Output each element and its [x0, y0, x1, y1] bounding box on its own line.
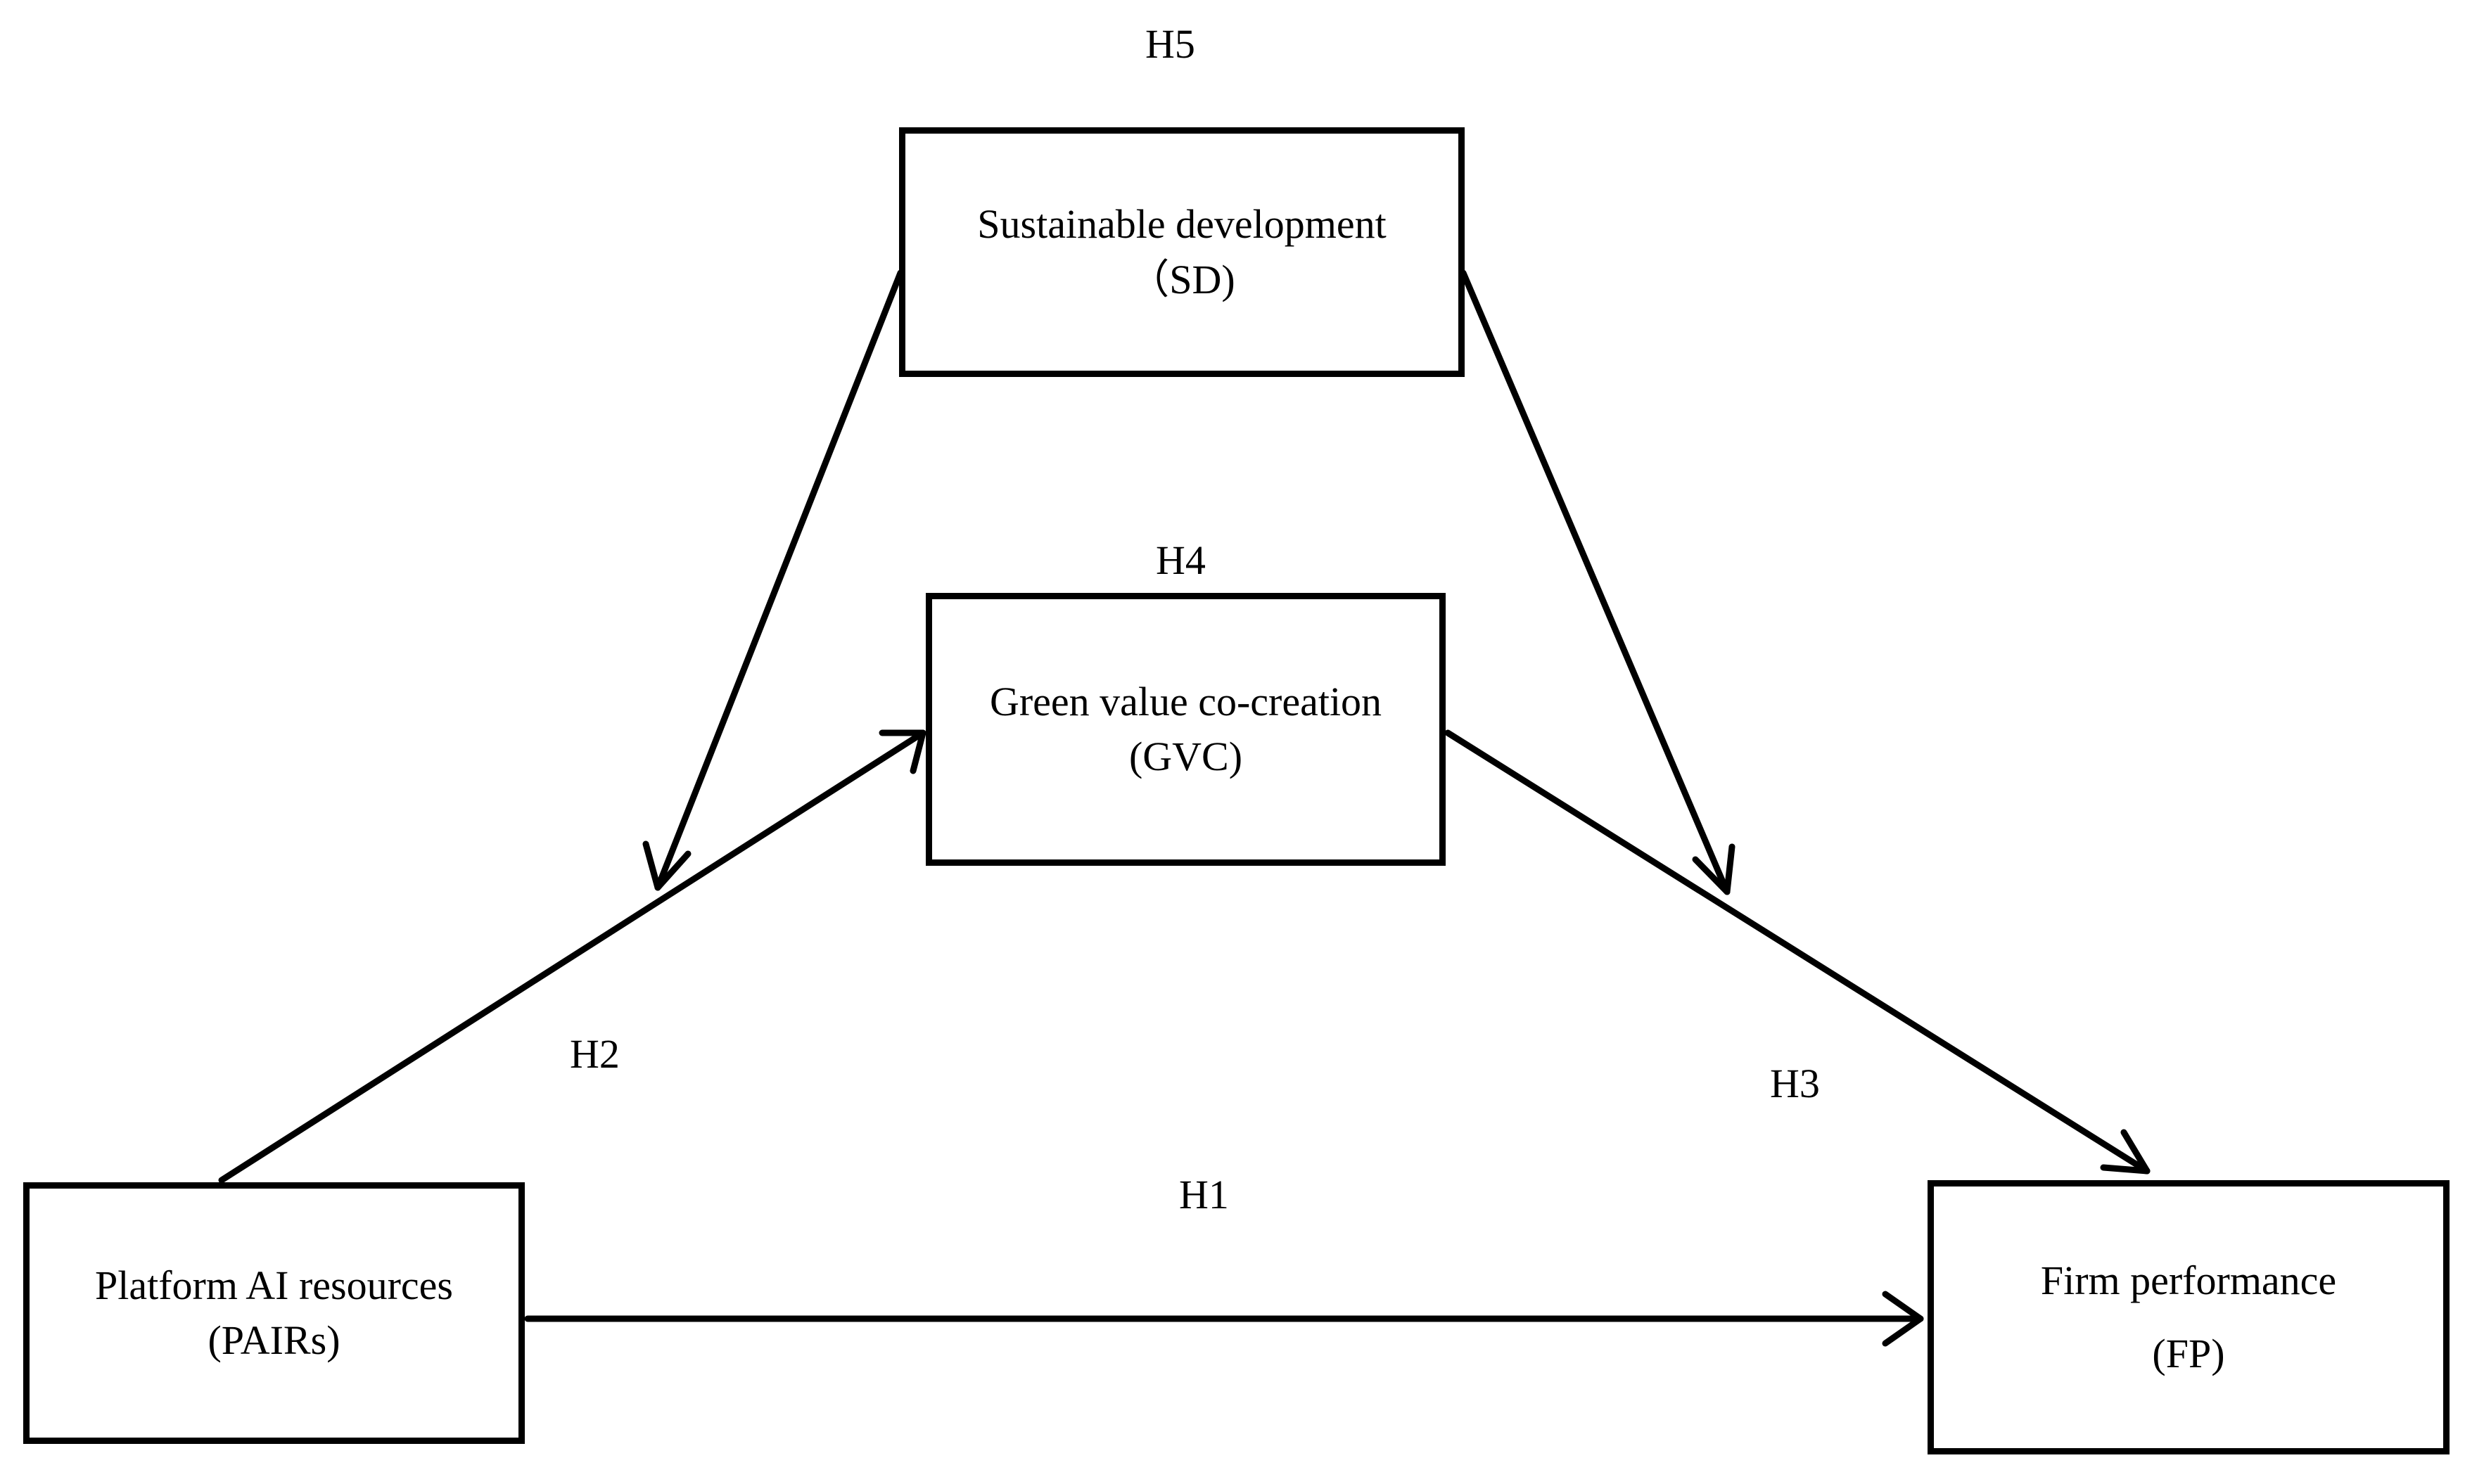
node-gvc-abbr: (GVC): [1128, 734, 1243, 779]
hypothesis-label-h2: H2: [570, 1031, 620, 1077]
node-green-value-co-creation: Green value co-creation (GVC): [926, 593, 1446, 866]
node-platform-ai-resources: Platform AI resources (PAIRs): [23, 1182, 525, 1444]
arrow-h5-sd-to-h2-path: [642, 269, 904, 891]
node-pairs-name: Platform AI resources: [95, 1262, 453, 1308]
node-gvc-name: Green value co-creation: [989, 678, 1382, 724]
node-sd-name: Sustainable development: [977, 201, 1387, 248]
node-fp-name: Firm performance: [2040, 1257, 2337, 1303]
hypothesis-label-h5: H5: [1145, 21, 1195, 67]
hypothesis-label-h1: H1: [1179, 1172, 1229, 1217]
arrow-h1-pairs-to-fp: [524, 1291, 1924, 1347]
node-sustainable-development: Sustainable development （SD): [899, 127, 1465, 377]
node-pairs-abbr: (PAIRs): [208, 1317, 340, 1363]
arrow-h2-pairs-to-gvc: [218, 729, 926, 1184]
arrow-h3-gvc-to-fp: [1444, 729, 2151, 1175]
node-sd-abbr: （SD): [1128, 256, 1235, 302]
node-firm-performance: Firm performance (FP): [1928, 1180, 2450, 1454]
node-fp-abbr: (FP): [2152, 1331, 2225, 1376]
hypothesis-label-h3: H3: [1770, 1061, 1820, 1106]
hypothesis-label-h4: H4: [1156, 537, 1206, 583]
arrow-h5-sd-to-h3-path: [1460, 269, 1735, 895]
